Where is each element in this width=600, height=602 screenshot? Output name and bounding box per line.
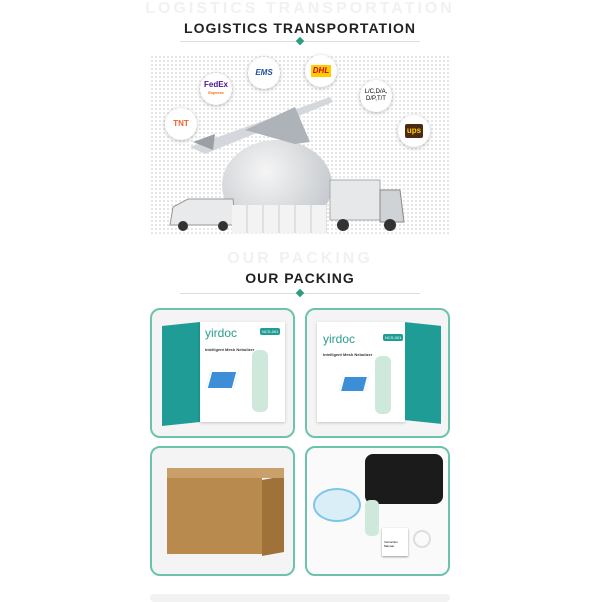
fedex-text: FedEx	[203, 80, 228, 89]
packing-image-box-side: yirdoc Intelligent Mesh Nebulizer NCS-00…	[150, 308, 295, 438]
product-name: Intelligent Mesh Nebulizer	[323, 352, 373, 357]
section-ghost-title: LOGISTICS TRANSPORTATION	[145, 0, 455, 17]
packing-image-carton	[150, 446, 295, 576]
model-badge: NCS-001	[260, 328, 281, 335]
tnt-logo: TNT	[165, 108, 197, 140]
brand-logo: yirdoc	[205, 326, 238, 340]
section-ghost-title: OUR PACKING	[227, 250, 373, 267]
fedex-sub: Express	[208, 90, 224, 95]
packing-image-box-front: yirdoc Intelligent Mesh Nebulizer NCS-00…	[305, 308, 450, 438]
ups-text: ups	[404, 124, 424, 138]
van	[169, 198, 237, 231]
brand-logo: yirdoc	[323, 332, 356, 346]
truck	[329, 179, 405, 231]
ups-logo: ups	[398, 115, 430, 147]
dhl-text: DHL	[310, 65, 332, 77]
next-card-edge	[150, 594, 450, 602]
ems-logo: EMS	[248, 57, 280, 89]
diamond-icon	[295, 288, 305, 298]
section-title-packing: OUR PACKING	[245, 270, 355, 286]
instruction-manual: Instruction Manual	[382, 528, 408, 556]
product-name: Intelligent Mesh Nebulizer	[205, 347, 255, 352]
diamond-icon	[295, 36, 305, 46]
dhl-logo: DHL	[305, 55, 337, 87]
airplane	[190, 97, 333, 154]
parcels	[232, 205, 327, 233]
packing-image-contents: Instruction Manual	[305, 446, 450, 576]
model-badge: NCS-001	[383, 334, 404, 341]
section-title-logistics: LOGISTICS TRANSPORTATION	[184, 20, 416, 36]
payment-terms: L/C,D/A, D/P,T/T	[360, 80, 392, 112]
